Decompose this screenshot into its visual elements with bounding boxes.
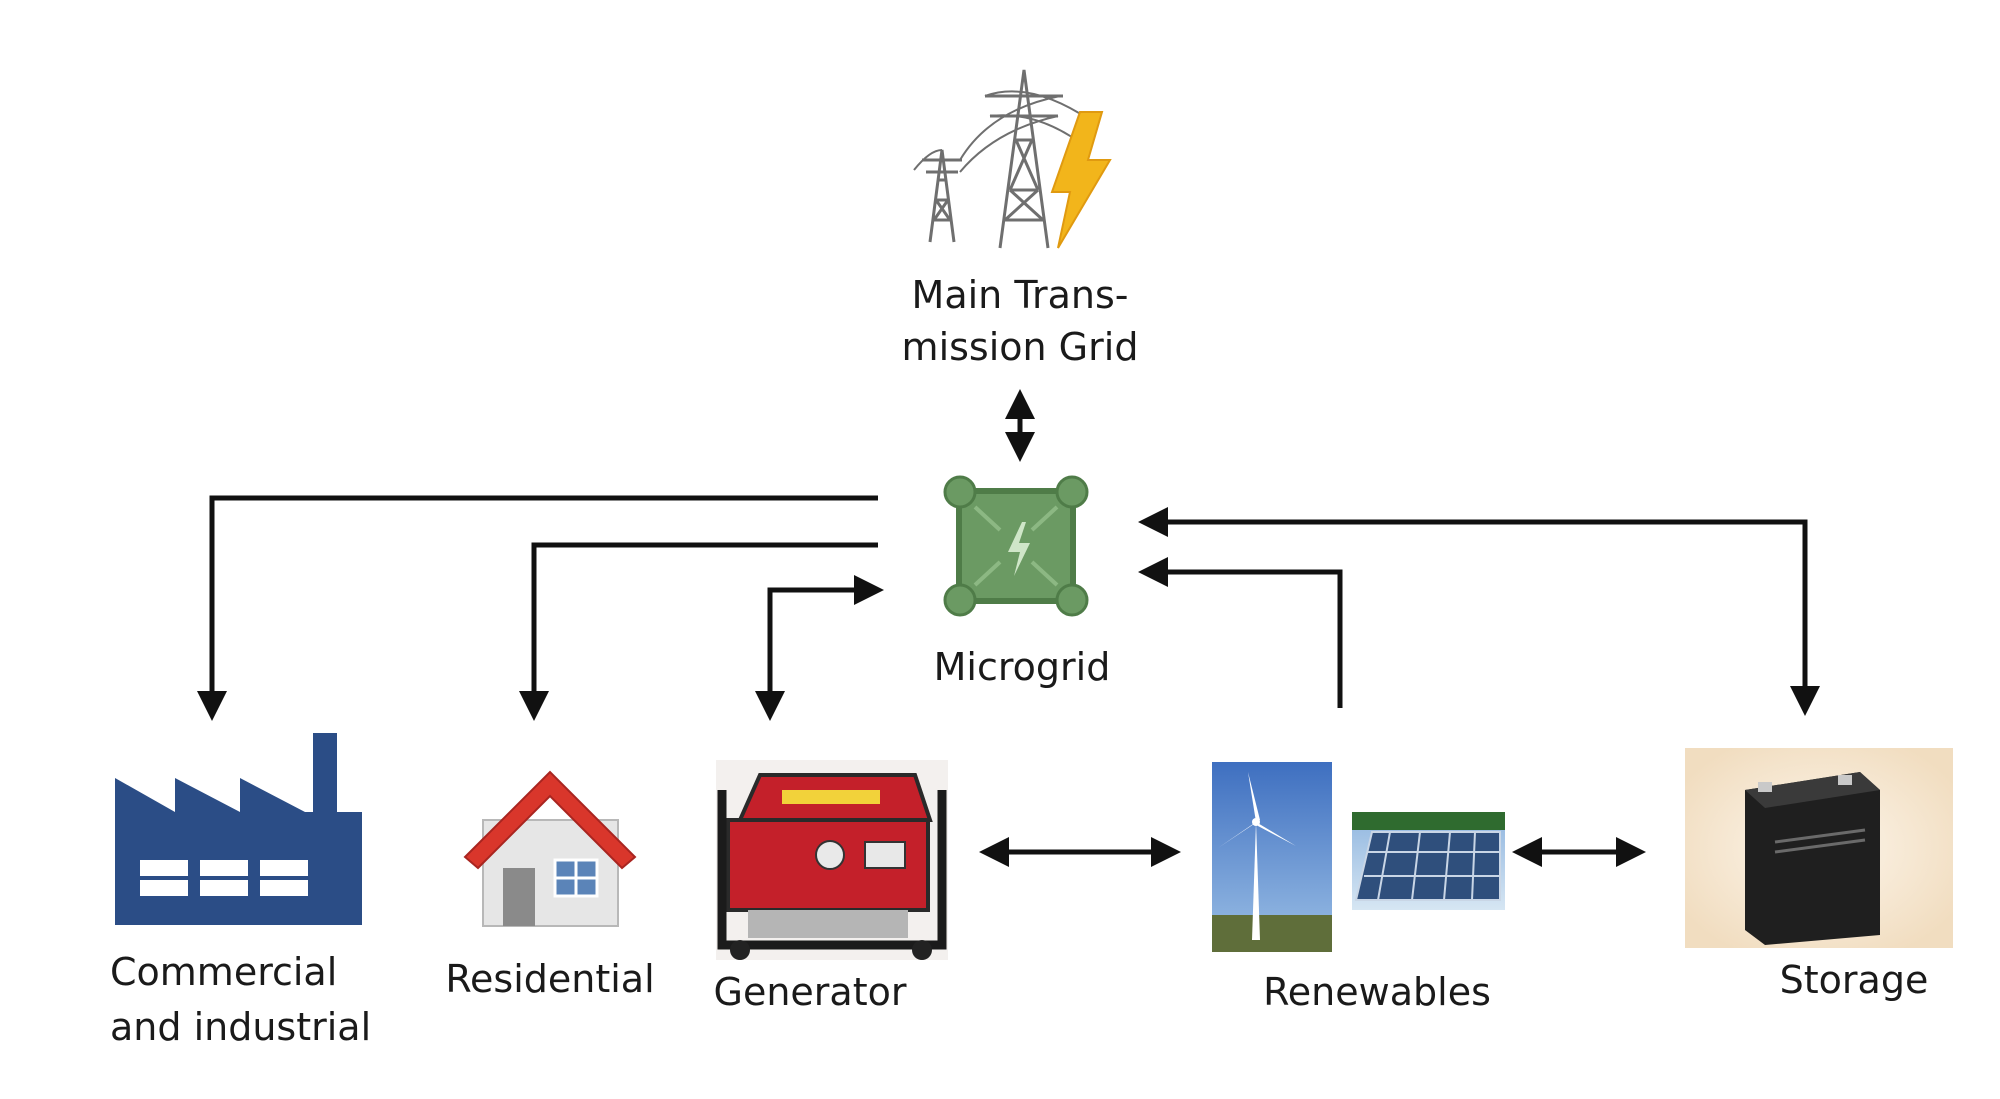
arrow-microgrid-commercial [197,495,878,721]
generator-label: Generator [714,970,907,1014]
commercial-label-line1: Commercial [110,950,337,994]
transmission-tower-icon [913,69,1091,249]
renewables-label: Renewables [1263,970,1491,1014]
arrow-microgrid-residential [519,542,878,721]
battery-icon [1685,748,1953,948]
connection-arrows [197,389,1820,867]
arrow-renewables-microgrid [1138,557,1343,708]
microgrid-label: Microgrid [934,645,1111,689]
grid-label-line1: Main Trans- [912,273,1129,317]
storage-label: Storage [1780,958,1929,1002]
arrow-storage-microgrid [1138,507,1820,716]
microgrid-chip-icon [943,475,1089,617]
commercial-label-line2: and industrial [110,1005,371,1049]
arrow-generator-microgrid [755,575,884,721]
lightning-bolt-icon [1050,111,1112,249]
house-icon [463,770,637,927]
wind-turbine-solar-panel-icon [1212,762,1505,952]
grid-label-line2: mission Grid [902,325,1139,369]
residential-label: Residential [445,957,654,1001]
generator-icon [716,760,948,960]
factory-icon [115,733,362,925]
